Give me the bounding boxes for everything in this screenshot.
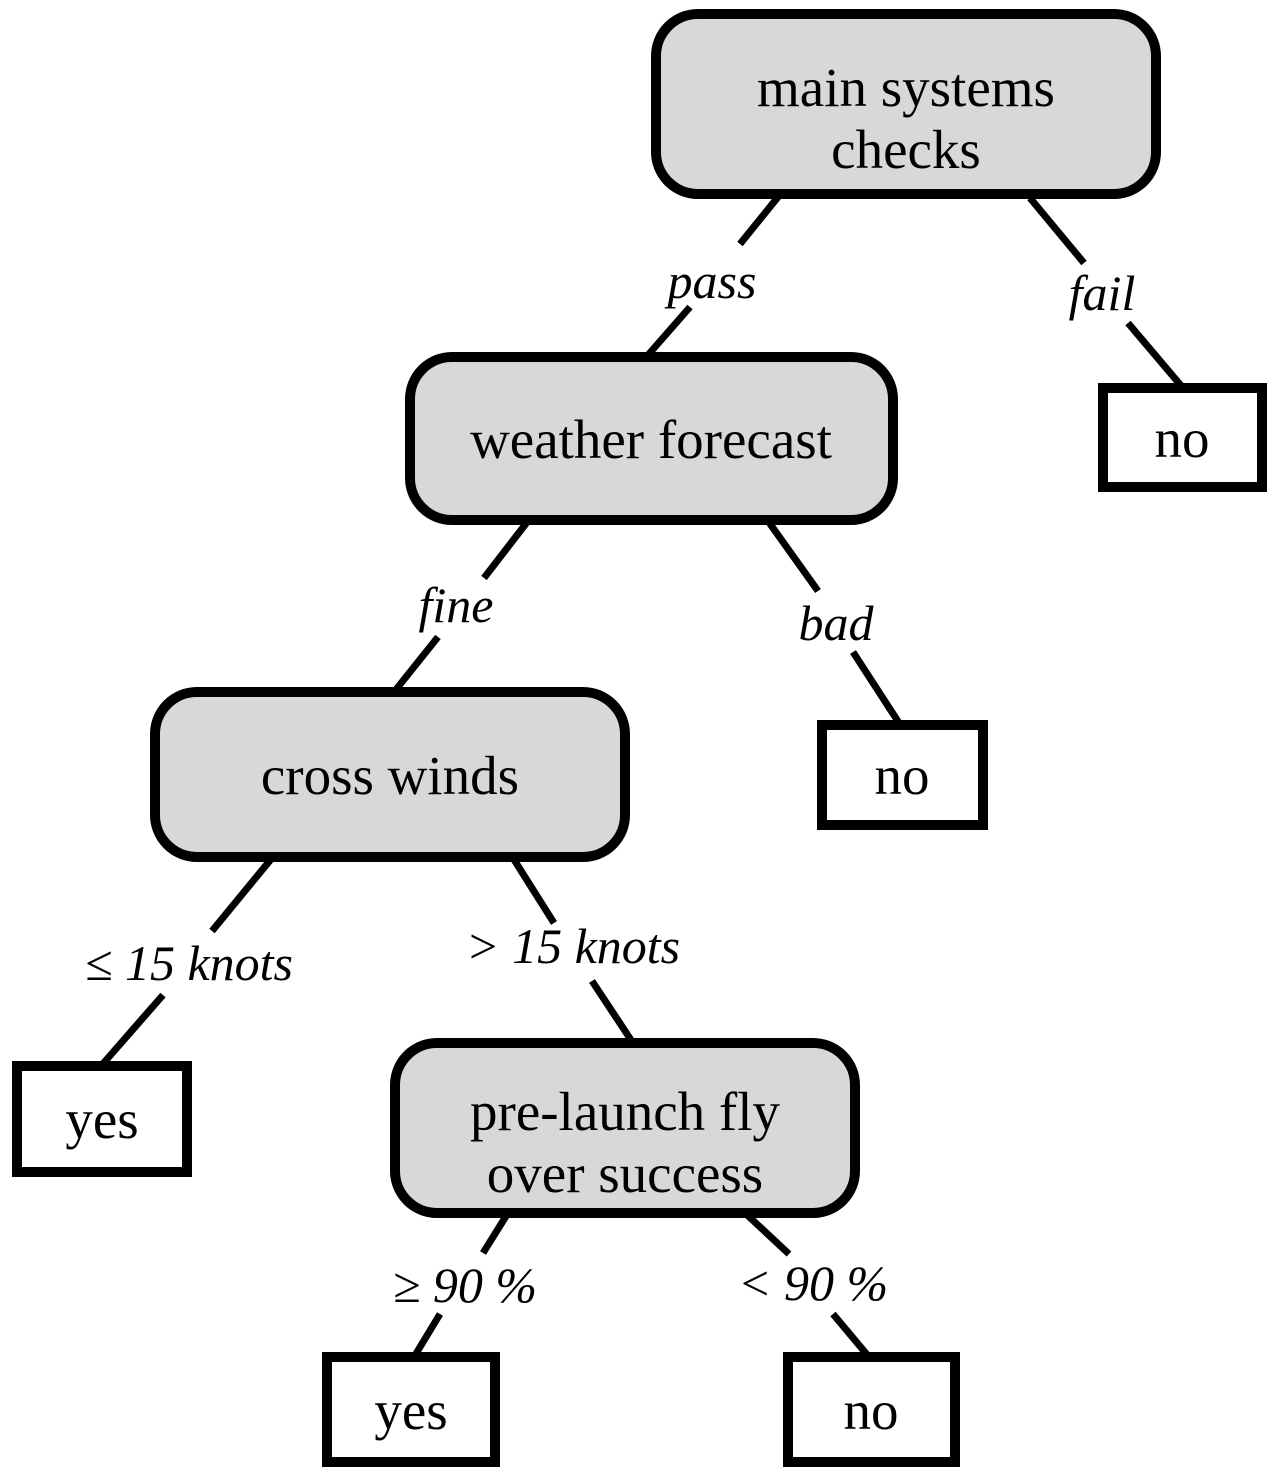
leaf-lt-90-pct-no-box bbox=[783, 1352, 960, 1467]
node-cross-winds-label: cross winds bbox=[261, 745, 519, 806]
leaf-bad-no: no bbox=[817, 720, 988, 830]
leaf-bad-no-label: no bbox=[875, 745, 930, 806]
edge-le-15-knots-lower-segment bbox=[98, 992, 166, 1069]
leaf-lt-90-pct-no: no bbox=[783, 1352, 960, 1467]
edge-label-le-15-knots: ≤ 15 knots bbox=[85, 935, 293, 991]
leaf-ge-90-pct-yes-box bbox=[322, 1352, 500, 1467]
edge-le-15-knots-upper-segment bbox=[209, 855, 275, 934]
leaf-fail-no: no bbox=[1098, 383, 1267, 492]
edge-label-fail: fail bbox=[1069, 265, 1136, 321]
leaf-nodes: no no yes yes no bbox=[12, 383, 1267, 1467]
edge-label-pass: pass bbox=[665, 253, 757, 309]
edge-labels: pass fail fine bad ≤ 15 knots > 15 knots… bbox=[85, 253, 1135, 1313]
edge-label-fine: fine bbox=[419, 577, 494, 633]
edge-label-ge-90-pct: ≥ 90 % bbox=[393, 1257, 537, 1313]
edge-gt-15-knots-upper-segment bbox=[510, 856, 557, 925]
node-cross-winds-box bbox=[150, 687, 630, 862]
edge-gt-15-knots-lower-segment bbox=[589, 979, 636, 1045]
node-main-systems-checks-box bbox=[651, 9, 1161, 199]
node-pre-launch-fly-over-success-box bbox=[390, 1038, 860, 1218]
edge-pass-upper-segment bbox=[737, 194, 781, 247]
node-cross-winds: cross winds bbox=[150, 687, 630, 862]
node-weather-forecast-label: weather forecast bbox=[470, 409, 832, 470]
node-main-systems-checks-label-line1: main systems bbox=[757, 57, 1055, 118]
leaf-lt-90-pct-no-label: no bbox=[844, 1380, 899, 1441]
node-main-systems-checks: main systems checks bbox=[651, 9, 1161, 199]
decision-nodes: main systems checks weather forecast cro… bbox=[150, 9, 1161, 1218]
node-pre-launch-label-line1: pre-launch fly bbox=[470, 1081, 780, 1142]
node-weather-forecast: weather forecast bbox=[405, 352, 898, 525]
leaf-le-15-knots-yes-label: yes bbox=[65, 1089, 138, 1150]
edge-fail-lower-segment bbox=[1125, 320, 1186, 391]
node-pre-launch-fly-over-success: pre-launch fly over success bbox=[390, 1038, 860, 1218]
leaf-fail-no-label: no bbox=[1155, 408, 1210, 469]
leaf-fail-no-box bbox=[1098, 383, 1267, 492]
edge-fine-lower-segment bbox=[391, 634, 441, 695]
leaf-ge-90-pct-yes: yes bbox=[322, 1352, 500, 1467]
edge-label-lt-90-pct: < 90 % bbox=[738, 1255, 888, 1311]
edge-lt-90-pct-upper-segment bbox=[742, 1210, 792, 1257]
edge-pass-lower-segment bbox=[645, 304, 693, 358]
leaf-ge-90-pct-yes-label: yes bbox=[374, 1380, 447, 1441]
edge-label-bad: bad bbox=[799, 595, 875, 651]
edge-fail-upper-segment bbox=[1027, 195, 1087, 266]
node-pre-launch-label-line2: over success bbox=[487, 1143, 763, 1204]
edge-fine-upper-segment bbox=[481, 518, 531, 581]
leaf-bad-no-box bbox=[817, 720, 988, 830]
leaf-le-15-knots-yes-box bbox=[12, 1061, 192, 1177]
edges bbox=[98, 194, 1186, 1360]
edge-ge-90-pct-upper-segment bbox=[480, 1211, 511, 1255]
edge-ge-90-pct-lower-segment bbox=[411, 1312, 443, 1359]
node-main-systems-checks-label-line2: checks bbox=[831, 119, 981, 180]
edge-lt-90-pct-lower-segment bbox=[830, 1311, 872, 1360]
edge-bad-lower-segment bbox=[850, 650, 904, 728]
edge-label-gt-15-knots: > 15 knots bbox=[466, 918, 680, 974]
node-weather-forecast-box bbox=[405, 352, 898, 525]
leaf-le-15-knots-yes: yes bbox=[12, 1061, 192, 1177]
edge-bad-upper-segment bbox=[765, 518, 821, 594]
